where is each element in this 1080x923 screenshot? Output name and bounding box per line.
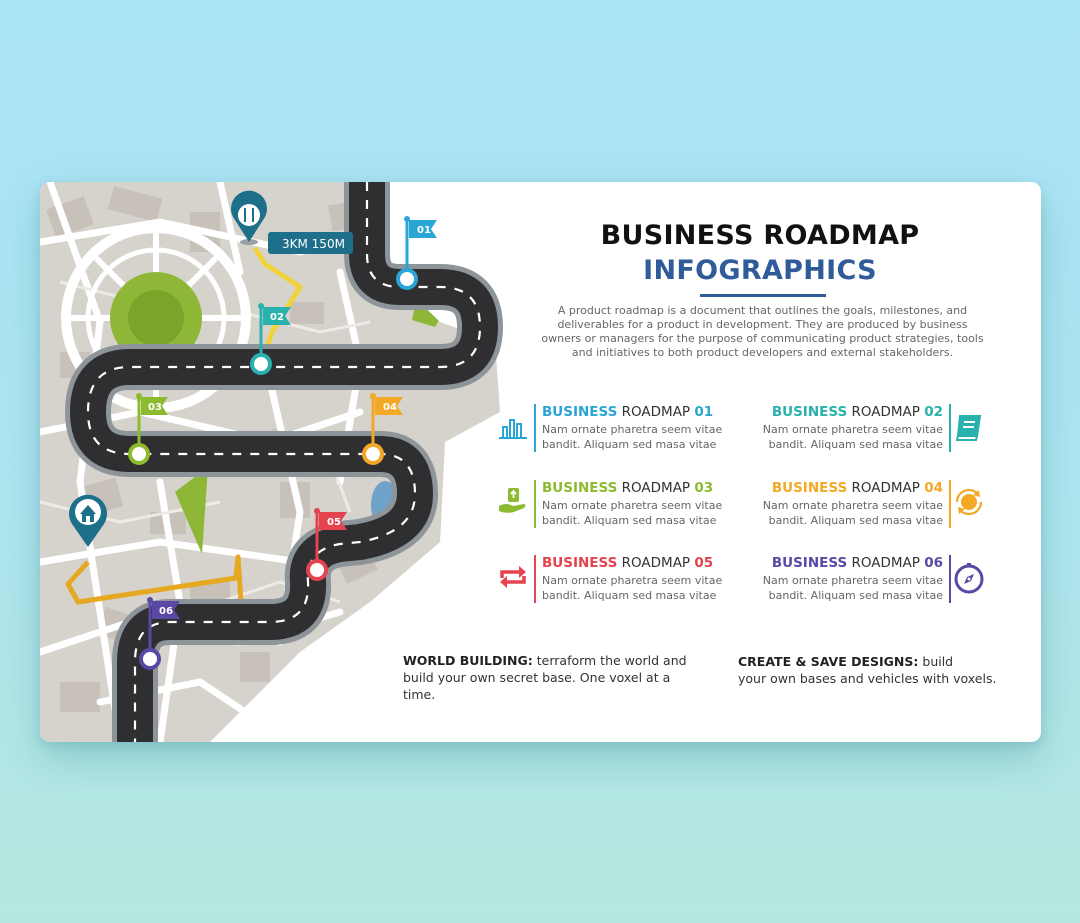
roadmap-item-02: BUSINESS ROADMAP 02 Nam ornate pharetra … [738, 404, 951, 452]
home-pin-icon [69, 494, 107, 547]
title-underline [700, 294, 826, 297]
milestone-04: 04 [362, 393, 403, 465]
page-subtitle: INFOGRAPHICS [643, 255, 877, 286]
repeat-icon [496, 560, 530, 594]
flag-label-01: 01 [417, 225, 431, 236]
distance-label: 3KM 150M [282, 237, 345, 251]
page-title: BUSINESS ROADMAP [600, 220, 920, 251]
globe-cycle-icon [952, 485, 986, 519]
bar-chart-icon [496, 410, 530, 444]
route-line-bottom [65, 554, 246, 633]
slide-card: 3KM 150M 01 02 [40, 182, 1041, 742]
book-icon [952, 410, 986, 444]
roadmap-item-01: BUSINESS ROADMAP 01 Nam ornate pharetra … [534, 404, 747, 452]
milestone-02: 02 [250, 303, 291, 375]
flag-label-03: 03 [148, 402, 162, 413]
restaurant-pin-icon [231, 190, 267, 245]
route-line-top [252, 246, 303, 363]
milestone-01: 01 [396, 216, 437, 290]
flag-label-06: 06 [159, 606, 173, 617]
flag-label-04: 04 [383, 402, 397, 413]
roadmap-item-05: BUSINESS ROADMAP 05 Nam ornate pharetra … [534, 555, 747, 603]
intro-paragraph: A product roadmap is a document that out… [541, 304, 984, 359]
hand-growth-icon [496, 484, 530, 518]
roadmap-item-06: BUSINESS ROADMAP 06 Nam ornate pharetra … [738, 555, 951, 603]
milestone-06: 06 [139, 597, 180, 670]
distance-tag: 3KM 150M [268, 232, 353, 254]
roadmap-item-04: BUSINESS ROADMAP 04 Nam ornate pharetra … [738, 480, 951, 528]
flag-label-05: 05 [327, 517, 341, 528]
compass-icon [952, 562, 986, 596]
milestone-05: 05 [306, 508, 347, 581]
flag-label-02: 02 [270, 312, 284, 323]
roadmap-item-03: BUSINESS ROADMAP 03 Nam ornate pharetra … [534, 480, 747, 528]
milestone-03: 03 [128, 393, 168, 465]
roadmap-illustration: 3KM 150M 01 02 [40, 182, 503, 742]
